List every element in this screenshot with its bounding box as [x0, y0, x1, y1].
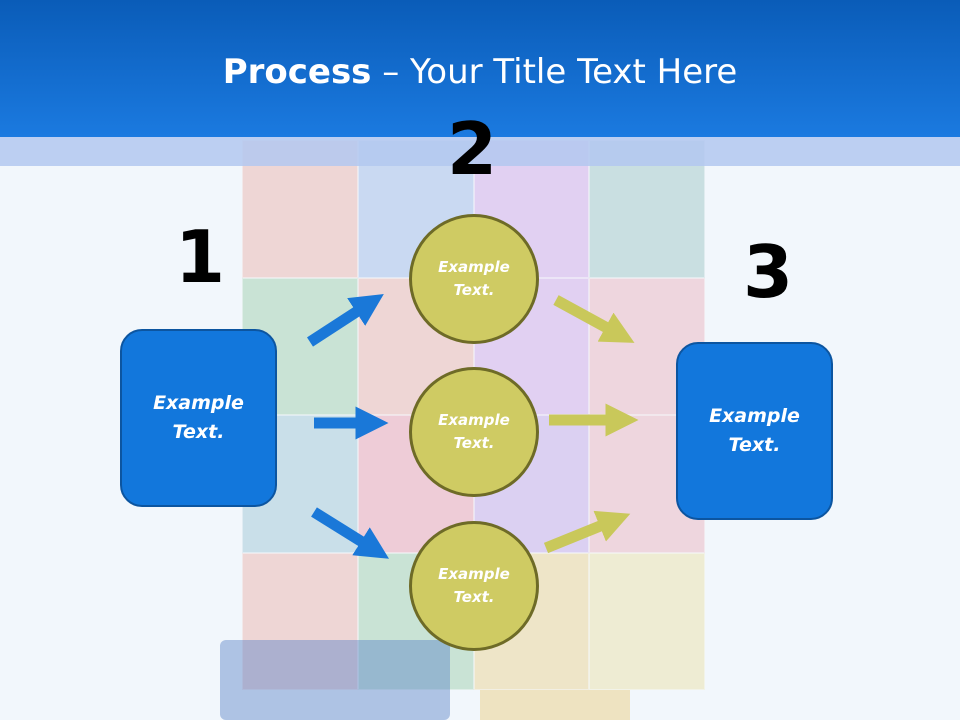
right-box: Example Text. [676, 342, 833, 520]
step-number-3: 3 [742, 230, 794, 314]
step-number-1: 1 [174, 215, 226, 299]
circle-2: Example Text. [409, 367, 539, 497]
arrow-up-right [307, 294, 384, 347]
step-number-2: 2 [446, 107, 498, 191]
title-bar: Process – Your Title Text Here [0, 0, 960, 137]
puzzle-piece-image [220, 640, 450, 720]
arrow-down-right [553, 295, 635, 343]
circle-3: Example Text. [409, 521, 539, 651]
circle-1: Example Text. [409, 214, 539, 344]
arrow-down-right [311, 507, 390, 559]
arrow-up-right [543, 510, 631, 554]
puzzle-piece-image [480, 690, 630, 720]
header-band [0, 137, 960, 166]
left-box: Example Text. [120, 329, 277, 507]
slide-title: Process – Your Title Text Here [222, 52, 738, 92]
